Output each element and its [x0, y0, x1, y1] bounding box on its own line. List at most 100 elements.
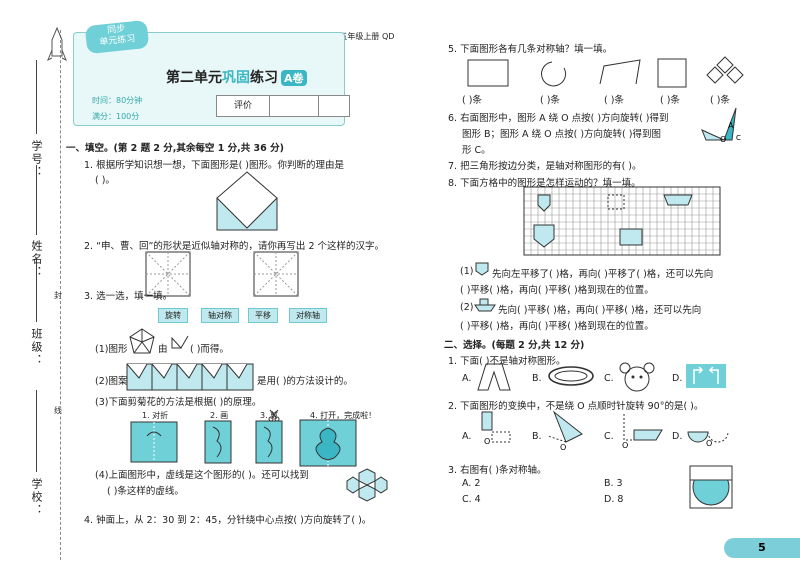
- choice-q1-a[interactable]: A.: [462, 373, 472, 384]
- score-cell-2[interactable]: [319, 96, 349, 116]
- score-label: 评价: [217, 96, 270, 116]
- binding-margin: 学校： 班级： 姓名： 学号： 封 线: [0, 0, 67, 575]
- school-label: 学校：: [30, 478, 43, 517]
- choice-q3-a[interactable]: A. 2: [462, 478, 481, 489]
- time-label: 时间：80分钟: [92, 96, 143, 105]
- pinwheel-figure: [129, 328, 155, 354]
- q1-line1: 1. 根据所学知识想一想，下面图形是( )图形。你判断的理由是: [84, 160, 345, 171]
- choice-q2-a-figure: O: [481, 411, 511, 446]
- q5-blank-4[interactable]: ( )条: [660, 95, 680, 106]
- choice-q1-text: 1. 下面( )不是轴对称图形。: [448, 356, 566, 367]
- q8-text: 8. 下面方格中的图形是怎样运动的？填一填。: [448, 178, 641, 189]
- svg-text:O: O: [622, 441, 628, 450]
- choice-q2-a[interactable]: A.: [462, 431, 472, 442]
- choice-q2-d[interactable]: D.: [672, 431, 683, 442]
- choice-q2-c[interactable]: C.: [604, 431, 614, 442]
- school-line: [36, 390, 37, 472]
- svg-text:O: O: [706, 439, 712, 448]
- option-rotate[interactable]: 旋转: [158, 308, 188, 323]
- q6-line1: 6. 右面图形中，图形 A 绕 O 点按( )方向旋转( )得到: [448, 113, 669, 124]
- q6-line2: 图形 B；图形 A 绕 O 点按( )方向旋转( )得到图: [462, 129, 661, 140]
- unit-banner: 同步 单元练习: [84, 19, 150, 55]
- score-table: 评价: [216, 95, 350, 117]
- cut-half: [255, 420, 283, 464]
- choice-q3-b[interactable]: B. 3: [604, 478, 623, 489]
- section-choice-heading: 二、选择。(每题 2 分,共 12 分): [444, 340, 585, 351]
- step-fold: 1. 对折: [142, 411, 169, 420]
- choice-q3-c[interactable]: C. 4: [462, 494, 481, 505]
- q5-blank-1[interactable]: ( )条: [462, 95, 482, 106]
- chrysanthemum-figure: [299, 419, 357, 467]
- choice-q1-d[interactable]: D.: [672, 373, 683, 384]
- square-shape: [657, 58, 687, 88]
- q8-2-label: (2): [460, 302, 474, 313]
- class-line: [36, 258, 37, 322]
- step-open: 4. 打开，完成啦！: [310, 411, 377, 420]
- choice-q1-c[interactable]: C.: [604, 373, 614, 384]
- drawn-half: [204, 420, 232, 464]
- step-cut: 3. 剪: [260, 411, 279, 420]
- q3-1-c: ( )而得。: [190, 344, 229, 355]
- score-cell-1: [270, 96, 319, 116]
- choice-q2-b[interactable]: B.: [532, 431, 542, 442]
- small-triangle: [171, 335, 189, 349]
- choice-q1-b[interactable]: B.: [532, 373, 542, 384]
- option-translate[interactable]: 平移: [248, 308, 278, 323]
- q8-2-line2: ( )平移( )格，再向( )平移( )格到现在的位置。: [460, 321, 654, 332]
- svg-text:C: C: [736, 134, 741, 142]
- q1-line2: ( )。: [95, 175, 115, 186]
- cup-icon: [475, 262, 489, 276]
- choice-q3-text: 3. 右图有( )条对称轴。: [448, 465, 547, 476]
- q5-blank-3[interactable]: ( )条: [604, 95, 624, 106]
- hexagon-pattern: [346, 468, 388, 502]
- version-tag: A卷: [281, 70, 307, 86]
- q3-1-b: 由: [158, 344, 168, 355]
- q6-line3: 形 C。: [462, 145, 491, 156]
- choice-q3-figure: [689, 465, 733, 509]
- choice-q1-c-figure: [619, 362, 655, 392]
- q3-4-line2: ( )条这样的虚线。: [107, 486, 184, 497]
- q8-1-line1: 先向左平移了( )格，再向( )平移了( )格，还可以先向: [492, 269, 714, 280]
- svg-text:A: A: [728, 121, 734, 130]
- cut-word-seal: 封: [54, 290, 62, 301]
- q2-text: 2. “申、曹、回”的形状是近似轴对称的，请你再写出 2 个这样的汉字。: [84, 241, 385, 252]
- grid-box-1: [145, 251, 191, 297]
- q8-1-line2: ( )平移( )格，再向( )平移( )格到现在的位置。: [460, 285, 654, 296]
- q5-text: 5. 下面图形各有几条对称轴？填一填。: [448, 44, 613, 55]
- q3-2-b: 是用( )的方法设计的。: [257, 376, 353, 387]
- q4-text: 4. 钟面上，从 2：30 到 2：45，分针绕中心点按( )方向旋转了( )。: [84, 515, 372, 526]
- q5-blank-5[interactable]: ( )条: [710, 95, 730, 106]
- option-axis-symmetry[interactable]: 轴对称: [201, 308, 239, 323]
- rotation-figure: AO C: [701, 107, 741, 144]
- id-line: [36, 60, 37, 134]
- rectangle-shape: [467, 59, 509, 87]
- svg-text:O: O: [560, 443, 566, 452]
- option-symmetry-axis[interactable]: 对称轴: [289, 308, 327, 323]
- trapezoid-shape: [599, 59, 641, 85]
- class-label: 班级：: [30, 328, 43, 367]
- choice-q1-a-figure: [477, 363, 511, 391]
- arc-shape: [541, 61, 567, 87]
- q5-blank-2[interactable]: ( )条: [540, 95, 560, 106]
- q8-2-line1: 先向( )平移( )格，再向( )平移( )格，还可以先向: [498, 305, 702, 316]
- grid-box-2: [253, 251, 299, 297]
- step-draw: 2. 画: [210, 411, 229, 420]
- scissors-icon: [268, 409, 280, 422]
- full-score-label: 满分：100分: [92, 112, 140, 121]
- cut-word-line: 线: [54, 405, 62, 416]
- choice-q2-b-figure: O: [547, 410, 583, 452]
- page-number: 5: [724, 538, 800, 558]
- choice-q3-d[interactable]: D. 8: [604, 494, 624, 505]
- q3-1-a: (1)图形: [95, 344, 128, 355]
- fold-square: [130, 421, 178, 463]
- id-label: 学号：: [30, 140, 43, 179]
- q3-3-text: (3)下面剪菊花的方法是根据( )的原理。: [95, 397, 262, 408]
- rocket-icon: [47, 26, 67, 62]
- pattern-strip: [126, 363, 254, 391]
- choice-q1-b-figure: [548, 366, 594, 386]
- q7-text: 7. 把三角形按边分类，是轴对称图形的有( )。: [448, 161, 642, 172]
- svg-text:O: O: [720, 135, 726, 144]
- choice-q1-d-figure: [686, 364, 726, 388]
